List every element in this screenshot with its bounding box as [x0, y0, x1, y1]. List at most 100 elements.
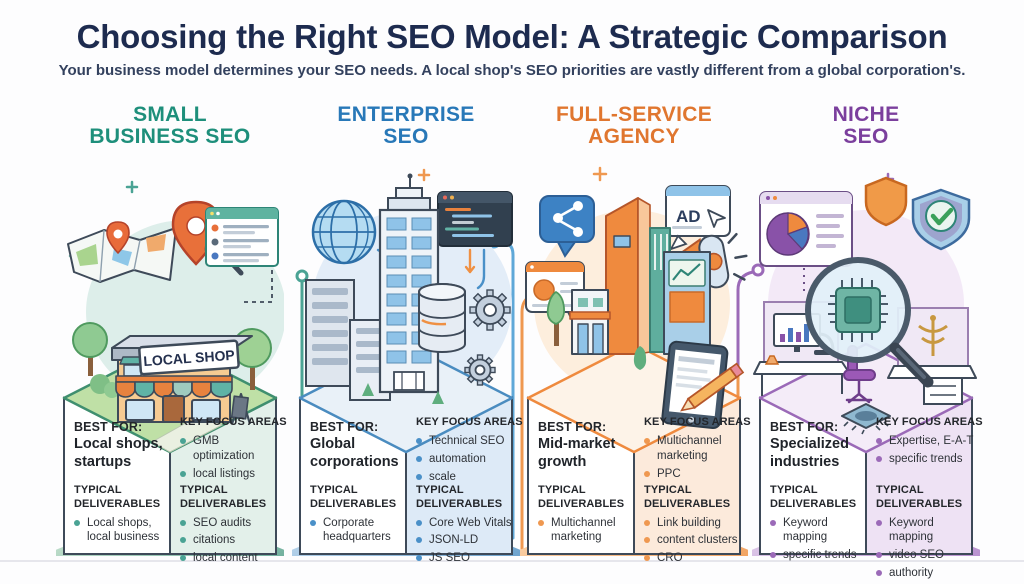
- database-icon: [418, 283, 466, 353]
- column-title-line1: SMALL: [133, 103, 207, 126]
- office-building-icon: [546, 197, 711, 370]
- focus-item: PPC: [644, 467, 746, 482]
- column-title: SMALL BUSINESS SEO: [56, 103, 284, 149]
- best-for-value: Mid-market growth: [538, 436, 616, 470]
- deliverables-heading: TYPICAL DELIVERABLES: [416, 484, 503, 510]
- best-for-section: BEST FOR: Local shops, startups: [74, 420, 174, 471]
- connector-node: [751, 263, 765, 277]
- key-focus-heading: KEY FOCUS AREAS: [180, 416, 287, 428]
- key-focus-section: KEY FOCUS AREAS GMB optimization local l…: [180, 416, 287, 485]
- agency-illustration: AD: [520, 185, 748, 556]
- magnifier-chip-icon: [805, 257, 934, 388]
- deliverable-item: Keyword mapping: [770, 516, 868, 546]
- deliverables-heading: TYPICAL DELIVERABLES: [74, 484, 161, 510]
- key-focus-heading: KEY FOCUS AREAS: [876, 416, 983, 428]
- server-rack-icon: [305, 279, 391, 401]
- key-focus-section: KEY FOCUS AREAS Multichannel marketing P…: [644, 416, 751, 485]
- tablet-pencil-icon: [661, 340, 745, 430]
- deliverables-heading: TYPICAL DELIVERABLES: [310, 484, 397, 510]
- best-for-value: Local shops, startups: [74, 436, 163, 470]
- deliverable-item: JSON-LD: [416, 533, 518, 548]
- skyscraper-icon: [378, 173, 440, 394]
- focus-item: Multichannel marketing: [644, 434, 746, 464]
- column-full-service-agency: FULL-SERVICE AGENCY AD: [520, 103, 751, 564]
- chip-icon: [841, 403, 891, 435]
- listing-card-icon: [205, 207, 279, 267]
- ad-label: AD: [676, 207, 701, 226]
- best-for-heading: BEST FOR:: [310, 420, 379, 434]
- deliverable-item: Local shops, local business: [74, 516, 172, 546]
- deliverable-item: JS SEO: [416, 551, 518, 566]
- best-for-section: BEST FOR: Specialized industries: [770, 420, 870, 471]
- deliverables-left-section: TYPICAL DELIVERABLES Corporate headquart…: [310, 484, 408, 548]
- deliverables-right-section: TYPICAL DELIVERABLES Link building conte…: [644, 484, 746, 569]
- deliverable-item: content clusters: [644, 533, 746, 548]
- column-small-business-seo: SMALL BUSINESS SEO: [56, 103, 287, 564]
- column-title-line2: SEO: [383, 125, 429, 149]
- best-for-value: Global corporations: [310, 436, 399, 470]
- niche-illustration: [752, 176, 980, 556]
- column-title-line1: NICHE: [832, 103, 900, 126]
- small-business-illustration: LOCAL SHOP: [56, 200, 284, 556]
- column-enterprise-seo: ENTERPRISE SEO: [292, 103, 523, 564]
- analytics-window-icon: [759, 191, 853, 267]
- deliverable-item: SEO audits: [180, 516, 282, 531]
- page-title: Choosing the Right SEO Model: A Strategi…: [76, 18, 948, 55]
- column-title: NICHE SEO: [752, 103, 980, 149]
- column-title: FULL-SERVICE AGENCY: [520, 103, 748, 149]
- deliverables-heading: TYPICAL DELIVERABLES: [644, 484, 731, 510]
- column-title-line1: ENTERPRISE: [337, 103, 475, 126]
- deliverables-heading: TYPICAL DELIVERABLES: [538, 484, 625, 510]
- storefront-illustration: LOCAL SHOP: [111, 335, 253, 425]
- column-title-line2: SEO: [843, 125, 889, 149]
- awning: [115, 375, 233, 398]
- key-focus-section: KEY FOCUS AREAS Technical SEO automation…: [416, 416, 523, 488]
- deliverable-item: Corporate headquarters: [310, 516, 408, 546]
- enterprise-illustration: [292, 173, 520, 556]
- best-for-section: BEST FOR: Mid-market growth: [538, 420, 638, 471]
- verified-shield-icon: [911, 188, 971, 251]
- deliverable-item: specific trends: [770, 548, 868, 563]
- column-title: ENTERPRISE SEO: [292, 103, 520, 149]
- connector-line-purple: [736, 270, 755, 372]
- key-focus-heading: KEY FOCUS AREAS: [416, 416, 523, 428]
- best-for-value: Specialized industries: [770, 436, 849, 470]
- deliverable-item: citations: [180, 533, 282, 548]
- page-header: Choosing the Right SEO Model: A Strategi…: [0, 18, 1024, 79]
- flask-icon: [764, 355, 780, 365]
- column-title-line2: AGENCY: [588, 125, 680, 149]
- focus-item: automation: [416, 452, 518, 467]
- column-title-line1: FULL-SERVICE: [555, 103, 713, 126]
- focus-item: Expertise, E-A-T: [876, 434, 978, 449]
- deliverable-item: local content: [180, 551, 282, 566]
- deliverables-right-section: TYPICAL DELIVERABLES Core Web Vitals JSO…: [416, 484, 518, 569]
- deliverable-item: Link building: [644, 516, 746, 531]
- deliverables-right-section: TYPICAL DELIVERABLES SEO audits citation…: [180, 484, 282, 569]
- code-window-icon: [437, 191, 513, 247]
- focus-item: specific trends: [876, 452, 978, 467]
- deliverables-heading: TYPICAL DELIVERABLES: [180, 484, 267, 510]
- column-title-line2: BUSINESS SEO: [89, 125, 251, 149]
- deliverable-item: CRO: [644, 551, 746, 566]
- key-focus-heading: KEY FOCUS AREAS: [644, 416, 751, 428]
- deliverables-heading: TYPICAL DELIVERABLES: [770, 484, 857, 510]
- sandwich-board-icon: [230, 392, 252, 425]
- deliverables-heading: TYPICAL DELIVERABLES: [876, 484, 963, 510]
- column-niche-seo: NICHE SEO: [752, 103, 983, 579]
- globe-icon: [311, 199, 377, 265]
- best-for-heading: BEST FOR:: [538, 420, 607, 434]
- shield-icon: [864, 176, 908, 227]
- key-focus-section: KEY FOCUS AREAS Expertise, E-A-T specifi…: [876, 416, 983, 470]
- shop-sign-text: LOCAL SHOP: [143, 347, 235, 369]
- focus-item: GMB optimization: [180, 434, 282, 464]
- pine-tree-icon: [362, 383, 444, 404]
- best-for-heading: BEST FOR:: [74, 420, 143, 434]
- map-icon: [67, 221, 177, 283]
- deliverables-left-section: TYPICAL DELIVERABLES Keyword mapping spe…: [770, 484, 868, 566]
- deliverable-item: video SEO: [876, 548, 978, 563]
- best-for-section: BEST FOR: Global corporations: [310, 420, 410, 471]
- deliverable-item: Core Web Vitals: [416, 516, 518, 531]
- focus-item: local listings: [180, 467, 282, 482]
- dashed-connector: [244, 270, 273, 303]
